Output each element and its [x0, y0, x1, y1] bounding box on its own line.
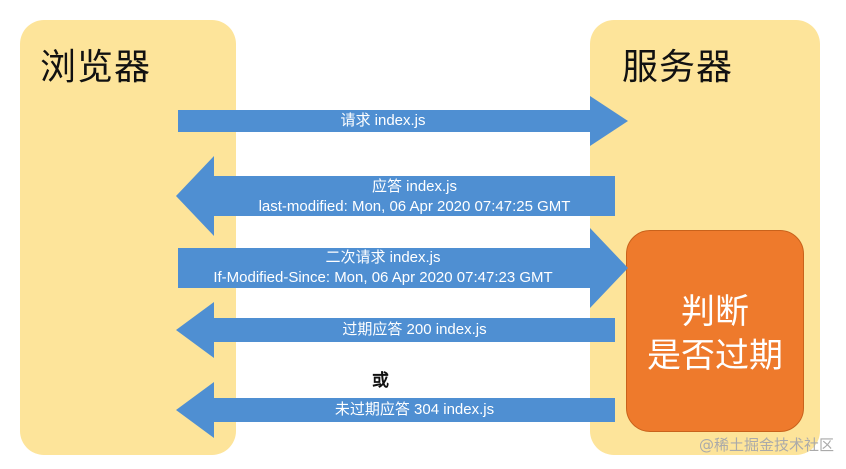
browser-panel: [20, 20, 236, 455]
or-label: 或: [372, 371, 389, 391]
request-arrow-label: 请求 index.js: [178, 111, 588, 131]
second-request-arrow: [178, 228, 628, 308]
expired-response-arrow-label: 过期应答 200 index.js: [214, 320, 615, 340]
not-expired-response-label-line-1: 未过期应答 304 index.js: [334, 401, 495, 418]
browser-title: 浏览器: [40, 47, 152, 88]
server-title: 服务器: [622, 47, 734, 88]
judge-line-2: 是否过期: [647, 336, 783, 376]
judge-line-1: 判断: [681, 292, 749, 332]
watermark: @稀土掘金技术社区: [698, 436, 834, 454]
request-arrow: [178, 96, 628, 146]
response-label-line-2: last-modified: Mon, 06 Apr 2020 07:47:25…: [258, 198, 571, 215]
not-expired-response-arrow: [176, 382, 615, 438]
judge-expiry-text: 判断 是否过期: [626, 290, 804, 378]
request-label-line-1: 请求 index.js: [340, 112, 426, 129]
response-arrow-label: 应答 index.js last-modified: Mon, 06 Apr 2…: [214, 177, 615, 217]
second-request-label-line-1: 二次请求 index.js: [325, 249, 441, 266]
second-request-arrow-label: 二次请求 index.js If-Modified-Since: Mon, 06…: [178, 248, 588, 288]
not-expired-response-arrow-label: 未过期应答 304 index.js: [214, 400, 615, 420]
expired-response-arrow: [176, 302, 615, 358]
judge-expiry-box: [626, 230, 804, 432]
second-request-label-line-2: If-Modified-Since: Mon, 06 Apr 2020 07:4…: [213, 269, 553, 286]
response-arrow: [176, 156, 615, 236]
response-label-line-1: 应答 index.js: [371, 178, 458, 195]
expired-response-label-line-1: 过期应答 200 index.js: [342, 321, 487, 338]
